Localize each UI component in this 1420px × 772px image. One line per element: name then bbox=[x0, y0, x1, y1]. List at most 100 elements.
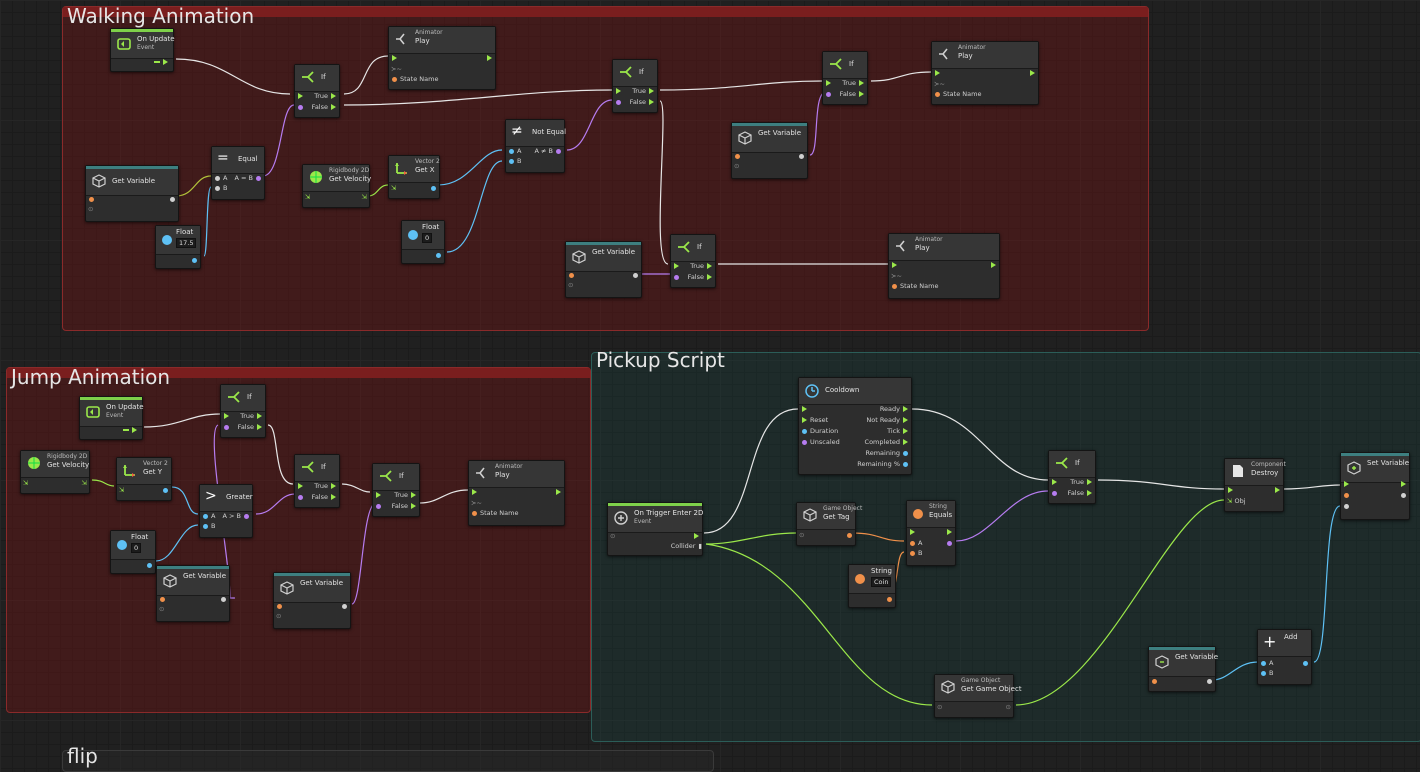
animator-play-node[interactable]: Animator Play ≻~ State Name bbox=[388, 26, 496, 90]
if-node[interactable]: If True False bbox=[294, 64, 340, 118]
if-node[interactable]: If True False bbox=[612, 59, 658, 113]
true-port[interactable]: True bbox=[394, 490, 419, 500]
flow-in-port[interactable] bbox=[1225, 485, 1236, 495]
flow-in-port[interactable] bbox=[469, 487, 480, 497]
flow-out-port[interactable] bbox=[152, 57, 171, 67]
a-port[interactable]: A bbox=[506, 146, 521, 156]
b-port[interactable]: B bbox=[1258, 668, 1273, 678]
b-port[interactable]: B bbox=[212, 183, 227, 193]
false-port[interactable]: False bbox=[238, 422, 265, 432]
target-port[interactable]: ≻~ bbox=[891, 272, 902, 280]
result-port[interactable]: A = B bbox=[235, 173, 264, 183]
value-out-port[interactable] bbox=[167, 194, 178, 204]
flow-out-port[interactable] bbox=[484, 53, 495, 63]
y-out-port[interactable] bbox=[160, 485, 171, 495]
false-port[interactable]: False bbox=[312, 102, 339, 112]
value-out-port[interactable] bbox=[1204, 676, 1215, 686]
value-out-port[interactable] bbox=[1398, 490, 1409, 500]
name-port[interactable] bbox=[86, 194, 97, 204]
velocity-out-port[interactable]: ⇲ bbox=[361, 193, 367, 201]
duration-port[interactable]: Duration bbox=[799, 426, 838, 436]
false-port[interactable]: False bbox=[688, 272, 715, 282]
result-port[interactable]: A > B bbox=[223, 511, 252, 521]
state-name-port[interactable]: State Name bbox=[389, 74, 438, 84]
float-value-field[interactable]: 17.5 bbox=[176, 238, 197, 248]
condition-port[interactable] bbox=[373, 501, 384, 511]
vector2-get-x-node[interactable]: Vector 2 Get X ⇲ bbox=[388, 155, 440, 199]
flow-out-port[interactable] bbox=[121, 425, 140, 435]
if-node[interactable]: If True False bbox=[294, 454, 340, 508]
equal-node[interactable]: = Equal A A = B B bbox=[211, 146, 265, 200]
remaining-percent-port[interactable]: Remaining % bbox=[857, 459, 911, 469]
b-port[interactable]: B bbox=[907, 548, 922, 558]
add-node[interactable]: + Add A B bbox=[1257, 629, 1312, 685]
flow-in-port[interactable] bbox=[889, 260, 900, 270]
get-variable-node[interactable]: Get Variable bbox=[1148, 646, 1218, 692]
value-out-port[interactable] bbox=[144, 560, 155, 570]
string-equals-node[interactable]: String Equals A B bbox=[906, 500, 956, 566]
flow-in-port[interactable] bbox=[221, 411, 232, 421]
game-object-get-tag-node[interactable]: Game Object Get Tag ⊙ bbox=[796, 502, 862, 546]
true-port[interactable]: True bbox=[314, 91, 339, 101]
string-value-field[interactable]: Coin bbox=[871, 577, 892, 587]
object-port[interactable]: ⊙ bbox=[88, 205, 94, 213]
true-port[interactable]: True bbox=[842, 78, 867, 88]
target-port[interactable]: ⇲ bbox=[305, 193, 311, 201]
flow-in-port[interactable] bbox=[799, 404, 810, 414]
flow-out-port[interactable] bbox=[1272, 485, 1283, 495]
value-out-port[interactable] bbox=[218, 594, 229, 604]
remaining-port[interactable]: Remaining bbox=[865, 448, 911, 458]
state-name-port[interactable]: State Name bbox=[932, 89, 981, 99]
not-equal-node[interactable]: ≠ Not Equal A A ≠ B B bbox=[505, 119, 566, 173]
condition-port[interactable] bbox=[295, 102, 306, 112]
float-literal-node[interactable]: Float 17.5 bbox=[155, 225, 201, 269]
target-port[interactable]: ≻~ bbox=[471, 499, 482, 507]
condition-port[interactable] bbox=[823, 89, 834, 99]
flow-in-port[interactable] bbox=[295, 481, 306, 491]
flow-in-port[interactable] bbox=[932, 68, 943, 78]
a-port[interactable]: A bbox=[200, 511, 215, 521]
reset-port[interactable]: Reset bbox=[799, 415, 828, 425]
object-port[interactable]: ⊙ bbox=[276, 612, 282, 620]
name-port[interactable] bbox=[732, 151, 743, 161]
true-port[interactable]: True bbox=[690, 261, 715, 271]
name-port[interactable] bbox=[566, 270, 577, 280]
object-port[interactable]: ⊙ bbox=[568, 281, 574, 289]
rigidbody-get-velocity-node[interactable]: Rigidbody 2D Get Velocity ⇲ ⇲ bbox=[20, 450, 90, 494]
result-port[interactable] bbox=[944, 538, 955, 548]
not-ready-port[interactable]: Not Ready bbox=[866, 415, 911, 425]
flow-in-port[interactable] bbox=[1049, 477, 1060, 487]
condition-port[interactable] bbox=[295, 492, 306, 502]
animator-play-node[interactable]: Animator Play ≻~ State Name bbox=[931, 41, 1039, 105]
condition-port[interactable] bbox=[613, 97, 624, 107]
state-name-port[interactable]: State Name bbox=[889, 281, 938, 291]
flow-in-port[interactable] bbox=[295, 91, 306, 101]
rigidbody-get-velocity-node[interactable]: Rigidbody 2D Get Velocity ⇲ ⇲ bbox=[302, 164, 371, 208]
flow-in-port[interactable] bbox=[907, 527, 918, 537]
animator-play-node[interactable]: Animator Play ≻~ State Name bbox=[468, 460, 565, 526]
sum-out-port[interactable] bbox=[1300, 658, 1311, 668]
flow-in-port[interactable] bbox=[1341, 479, 1352, 489]
object-port[interactable]: ⊙ bbox=[159, 605, 165, 613]
false-port[interactable]: False bbox=[630, 97, 657, 107]
value-out-port[interactable] bbox=[433, 250, 444, 260]
a-port[interactable]: A bbox=[907, 538, 922, 548]
game-object-out-port[interactable]: ⊙ bbox=[1005, 703, 1011, 711]
flow-in-port[interactable] bbox=[389, 53, 400, 63]
target-port[interactable]: ⇲ bbox=[23, 479, 29, 487]
vector2-get-y-node[interactable]: Vector 2 Get Y ⇲ bbox=[116, 457, 172, 501]
value-out-port[interactable] bbox=[796, 151, 807, 161]
name-port[interactable] bbox=[1341, 490, 1352, 500]
x-out-port[interactable] bbox=[428, 183, 439, 193]
group-title[interactable]: Jump Animation bbox=[11, 365, 171, 389]
target-port[interactable]: ⊙ bbox=[937, 703, 943, 711]
tick-port[interactable]: Tick bbox=[887, 426, 911, 436]
flow-in-port[interactable] bbox=[823, 78, 834, 88]
string-literal-node[interactable]: String Coin bbox=[848, 564, 896, 608]
get-variable-node[interactable]: Get Variable ⊙ bbox=[156, 565, 230, 622]
value-out-port[interactable] bbox=[339, 601, 350, 611]
float-value-field[interactable]: 0 bbox=[131, 543, 142, 553]
set-variable-node[interactable]: Set Variable bbox=[1340, 452, 1410, 520]
value-out-port[interactable] bbox=[884, 594, 895, 604]
game-object-get-game-object-node[interactable]: Game Object Get Game Object ⊙ ⊙ bbox=[934, 674, 1022, 718]
